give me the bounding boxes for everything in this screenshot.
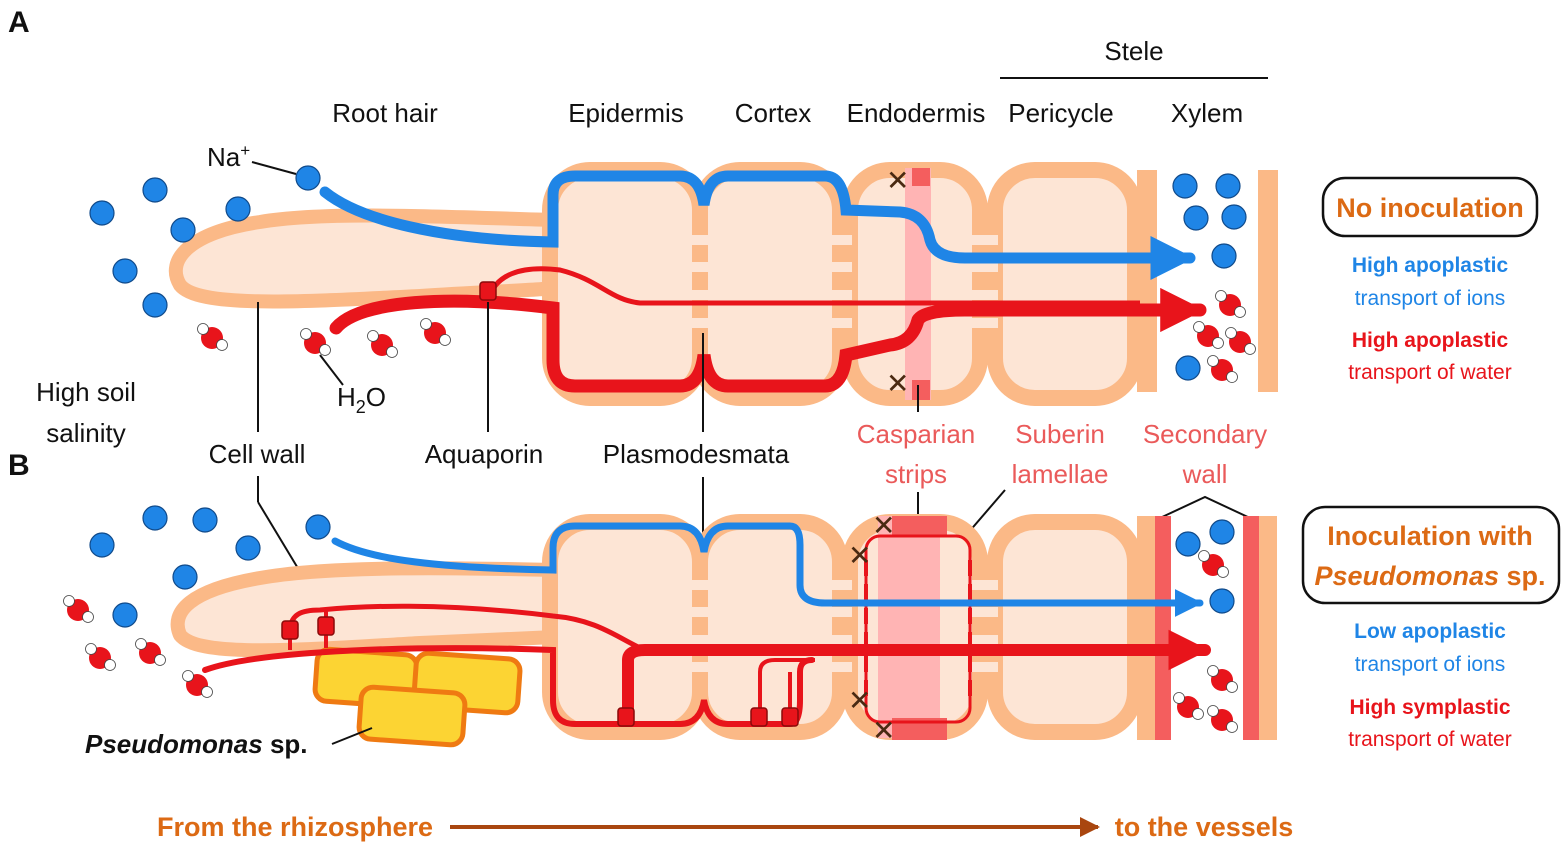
pseudomonas-pointer bbox=[331, 727, 373, 745]
xylem-water-b bbox=[1173, 550, 1238, 733]
direction-axis: From the rhizosphere to the vessels bbox=[157, 812, 1293, 842]
aquaporin-icon bbox=[750, 707, 768, 727]
panel-b-ions-line-2: transport of ions bbox=[1355, 653, 1506, 676]
panel-a-letter: A bbox=[8, 6, 30, 39]
panel-a-ions-line-1: High apoplastic bbox=[1352, 254, 1509, 277]
ion-path-a bbox=[319, 170, 1196, 280]
panel-b-letter: B bbox=[8, 449, 30, 482]
block-cross-icon: ✕ bbox=[872, 509, 895, 542]
water-pointer bbox=[319, 354, 344, 386]
no-inoculation-title: No inoculation bbox=[1336, 193, 1523, 223]
soil-ions-b bbox=[89, 505, 331, 628]
suberin-label-2: lamellae bbox=[1012, 459, 1109, 489]
secondary-wall-right bbox=[1243, 516, 1259, 740]
pseudomonas-label: Pseudomonas sp. bbox=[85, 729, 308, 759]
casparian-strip-edge-a bbox=[912, 168, 930, 186]
panel-b-ions-line-1: Low apoplastic bbox=[1354, 620, 1506, 643]
plasmodesmata-bands-b bbox=[690, 580, 998, 672]
direction-start-label: From the rhizosphere bbox=[157, 812, 433, 842]
symplast-connector-b1 bbox=[758, 658, 815, 717]
pericycle-label: Pericycle bbox=[1008, 98, 1113, 128]
secondary-wall-bracket bbox=[1159, 495, 1251, 519]
stele-label: Stele bbox=[1104, 36, 1163, 66]
panel-a-water-line-1: High apoplastic bbox=[1352, 329, 1509, 352]
inoculation-title-1: Inoculation with bbox=[1327, 521, 1532, 551]
secondary-wall-label-1: Secondary bbox=[1143, 419, 1267, 449]
suberin-label-1: Suberin bbox=[1015, 419, 1105, 449]
aquaporin-icon bbox=[479, 281, 497, 301]
no-inoculation-box bbox=[1321, 176, 1539, 238]
block-crosses-b: ✕ ✕ ✕ ✕ bbox=[848, 509, 895, 747]
epidermis-label: Epidermis bbox=[568, 98, 684, 128]
block-cross-icon: ✕ bbox=[886, 164, 909, 197]
casparian-strip-edge-b bbox=[892, 516, 947, 536]
plasmodesmata-bands-a bbox=[690, 235, 998, 328]
bacterium-icon bbox=[356, 684, 468, 748]
inoculation-title-2: Pseudomonas sp. bbox=[1314, 561, 1545, 591]
casparian-label-2: strips bbox=[885, 459, 947, 489]
epidermis-cell-a bbox=[542, 162, 708, 406]
pericycle-cell-a bbox=[987, 162, 1143, 406]
cell-wall-pointer-b2 bbox=[257, 501, 303, 576]
sodium-label: Na+ bbox=[207, 141, 250, 172]
secondary-wall-label-2: wall bbox=[1182, 459, 1228, 489]
symplast-path-a bbox=[485, 266, 1140, 306]
casparian-strip-a bbox=[905, 168, 931, 400]
aquaporin-icon bbox=[281, 620, 299, 640]
ion-path-b bbox=[331, 522, 1204, 617]
cell-wall-label: Cell wall bbox=[209, 439, 306, 469]
block-cross-icon: ✕ bbox=[872, 714, 895, 747]
symplast-hair-path-b bbox=[287, 603, 646, 653]
aquaporin-icon bbox=[617, 707, 635, 727]
secondary-wall-left bbox=[1155, 516, 1171, 740]
xylem-wall-left-a bbox=[1137, 170, 1157, 392]
panel-b-water-line-2: transport of water bbox=[1348, 728, 1511, 751]
panel-a-ions-line-2: transport of ions bbox=[1355, 287, 1506, 310]
casparian-label-1: Casparian bbox=[857, 419, 976, 449]
sodium-pointer bbox=[251, 161, 297, 175]
water-apoplast-path-b bbox=[202, 645, 815, 727]
xylem-wall-right-a bbox=[1258, 170, 1278, 392]
cortex-cell-b bbox=[692, 514, 848, 740]
block-cross-icon: ✕ bbox=[886, 367, 909, 400]
pericycle-cell-b bbox=[987, 514, 1143, 740]
salinity-label-1: High soil bbox=[36, 377, 136, 407]
plasmodesmata-label: Plasmodesmata bbox=[603, 439, 790, 469]
shared-labels: B Cell wall Aquaporin Plasmodesmata Casp… bbox=[8, 302, 1267, 576]
soil-ions-a bbox=[89, 165, 321, 318]
panel-a: A ✕ ✕ bbox=[8, 6, 1539, 448]
block-cross-icon: ✕ bbox=[848, 539, 871, 572]
aquaporin-icon bbox=[781, 707, 799, 727]
salinity-label-2: salinity bbox=[46, 418, 125, 448]
xylem-label: Xylem bbox=[1171, 98, 1243, 128]
soil-water-a bbox=[197, 318, 451, 358]
xylem-ions-a bbox=[1172, 173, 1247, 381]
panel-b-water-line-1: High symplastic bbox=[1349, 696, 1510, 719]
xylem-ions-b bbox=[1175, 519, 1235, 614]
aquaporin-label: Aquaporin bbox=[425, 439, 544, 469]
suberin-lamellae bbox=[864, 534, 972, 724]
aquaporin-icon bbox=[317, 616, 335, 636]
endodermis-label: Endodermis bbox=[847, 98, 986, 128]
inoculation-box bbox=[1301, 505, 1561, 605]
block-cross-icon: ✕ bbox=[848, 684, 871, 717]
direction-end-label: to the vessels bbox=[1115, 812, 1294, 842]
water-path-a bbox=[329, 287, 1207, 393]
pseudomonas-cells bbox=[312, 646, 523, 748]
panel-b: ✕ ✕ ✕ ✕ Pseudomonas sp. Inoculation with bbox=[63, 505, 1561, 759]
aquaporins-b bbox=[281, 616, 799, 727]
root-hair-label: Root hair bbox=[332, 98, 438, 128]
casparian-strip-edge-a2 bbox=[912, 380, 930, 400]
cortex-cell-a bbox=[692, 162, 848, 406]
panel-a-water-line-2: transport of water bbox=[1348, 361, 1511, 384]
root-hair-cell-a bbox=[168, 208, 562, 309]
cortex-label: Cortex bbox=[735, 98, 812, 128]
casparian-strip-b bbox=[878, 516, 940, 738]
water-label: H2O bbox=[337, 382, 386, 417]
